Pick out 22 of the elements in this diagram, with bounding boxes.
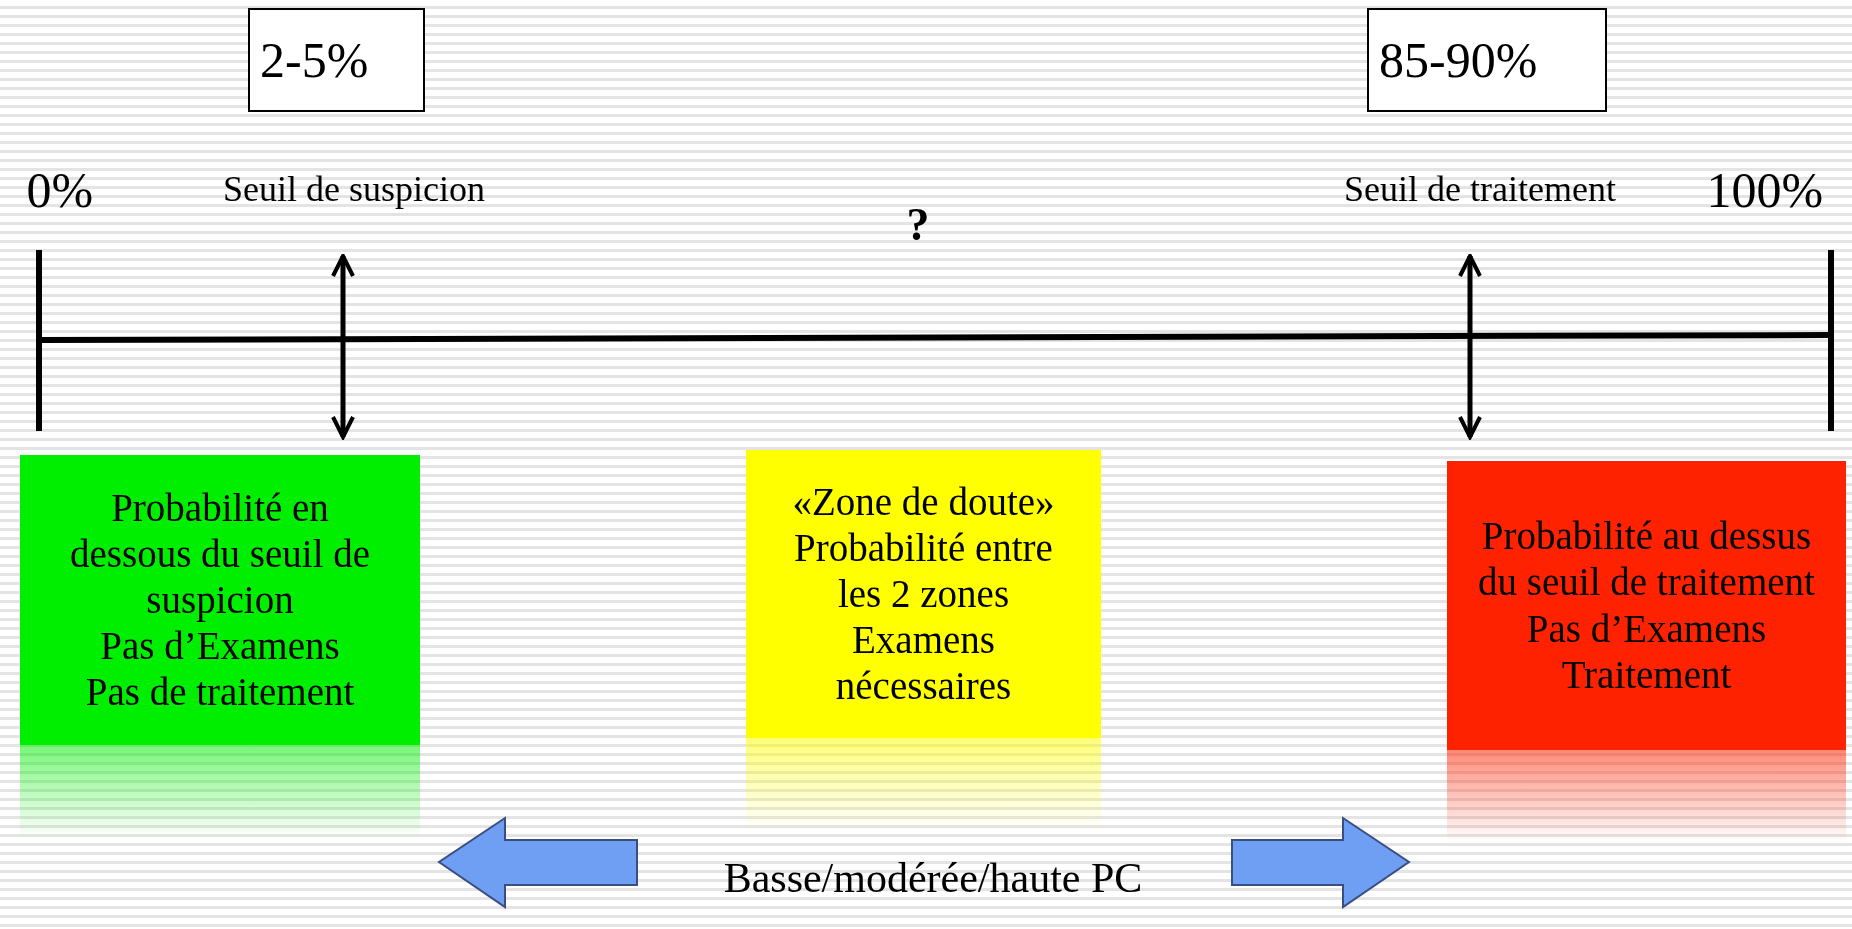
percent-value: 2-5% [260, 30, 369, 90]
colored-box [1447, 461, 1846, 842]
box-text: Probabilité en dessous du seuil de suspicion [68, 484, 372, 623]
box-text: Traitement [1561, 651, 1732, 698]
percent-box [248, 8, 425, 112]
box-text: Probabilité au dessus du seuil de traitement [1477, 513, 1816, 606]
box-text: Examens nécessaires [834, 617, 1013, 709]
question-mark: ? [906, 197, 930, 252]
colored-box [746, 450, 1101, 830]
axis-caption: Basse/modérée/haute PC [723, 854, 1143, 903]
percent-value: 85-90% [1379, 30, 1538, 90]
box-text: Probabilité entre les 2 zones [793, 524, 1054, 617]
threshold-label: Seuil de traitement [1344, 167, 1616, 211]
colored-box [20, 455, 420, 837]
percent-box [1367, 8, 1607, 112]
percent-label: 0% [26, 161, 94, 220]
box-text: «Zone de doute» [792, 478, 1055, 525]
box-text: Pas d’Examens [1526, 605, 1767, 652]
box-text: Pas d’Examens [100, 623, 340, 669]
box-text: Pas de traitement [85, 669, 355, 715]
threshold-label: Seuil de suspicion [223, 167, 485, 211]
percent-label: 100% [1706, 161, 1824, 220]
